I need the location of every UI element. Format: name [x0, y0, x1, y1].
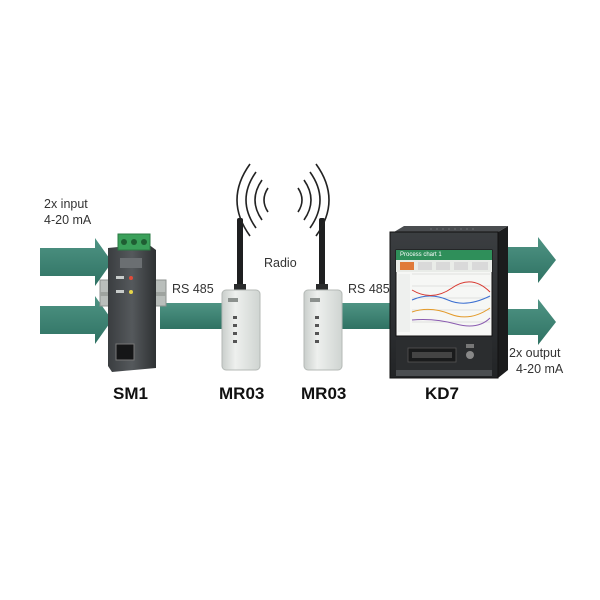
sm1-device [99, 233, 167, 372]
output-arrow-top [505, 237, 556, 283]
rs485-label-left: RS 485 [172, 282, 214, 296]
mr03-right-device [303, 218, 343, 371]
input-label-line2: 4-20 mA [44, 213, 92, 227]
mr03-left-device [221, 218, 261, 371]
rs485-link-left [160, 303, 226, 329]
rs485-link-right [342, 303, 392, 329]
sm1-name: SM1 [113, 384, 148, 403]
radio-waves-icon [236, 163, 330, 237]
input-label-line1: 2x input [44, 197, 88, 211]
kd7-name: KD7 [425, 384, 460, 403]
output-label-line1: 2x output [509, 346, 561, 360]
input-arrow-top [40, 238, 112, 286]
kd7-device [389, 226, 508, 379]
rs485-label-right: RS 485 [348, 282, 390, 296]
output-label-line2: 4-20 mA [516, 362, 564, 376]
mr03-right-name: MR03 [301, 384, 347, 403]
kd7-screen-title: Process chart 1 [400, 252, 442, 258]
mr03-left-name: MR03 [219, 384, 265, 403]
radio-label: Radio [264, 256, 297, 270]
output-arrow-bottom [505, 299, 556, 345]
input-arrow-bottom [40, 296, 112, 344]
